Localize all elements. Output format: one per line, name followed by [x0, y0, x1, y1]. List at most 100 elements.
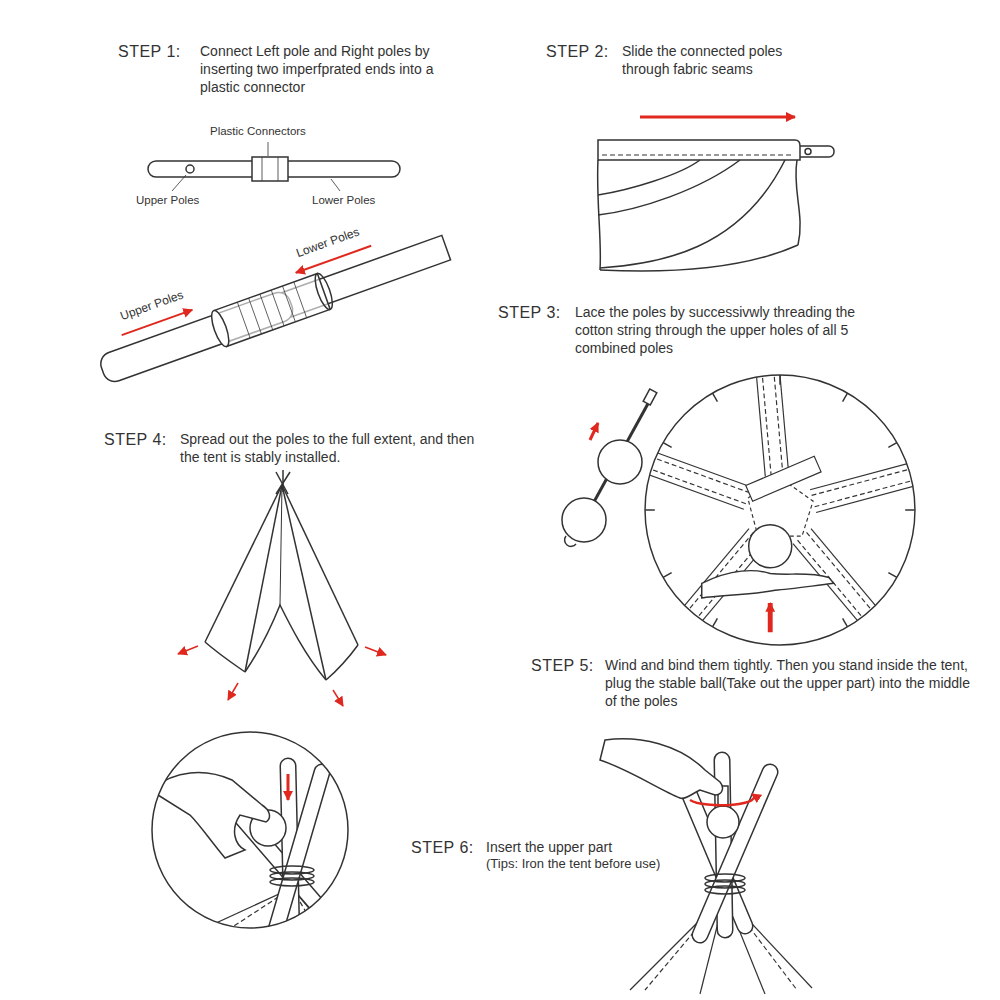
- top-view-detail: [643, 368, 920, 645]
- top-view-detail: [843, 393, 848, 401]
- tent: [178, 470, 386, 706]
- tent: [333, 690, 343, 706]
- top-view-detail: [680, 529, 749, 611]
- top-view-detail: [643, 473, 744, 510]
- top-view-detail: [645, 509, 655, 510]
- top-view-detail: [713, 618, 718, 626]
- fabric-seam: [600, 245, 798, 271]
- top-view-detail: [643, 368, 920, 632]
- fabric-seam: [796, 146, 834, 157]
- part-label: Lower Poles: [312, 193, 375, 208]
- tent: [178, 646, 386, 706]
- top-view-detail: [815, 479, 919, 507]
- top-view-detail: [888, 443, 897, 448]
- step-number: STEP 4:: [104, 430, 167, 451]
- tent: [228, 683, 238, 700]
- tent: [282, 485, 326, 680]
- fabric-seam: [796, 160, 800, 245]
- top-view-detail: [779, 368, 788, 475]
- pole-schematic: [186, 165, 194, 173]
- top-insertion: [700, 772, 770, 935]
- ball-detail: [150, 773, 269, 858]
- tent: [245, 485, 282, 672]
- top-view-detail: [810, 462, 914, 490]
- connector-closeup: [208, 309, 232, 349]
- top-view-detail: [713, 393, 718, 401]
- pole-schematic: [278, 157, 279, 181]
- connector-closeup: [249, 298, 262, 334]
- top-insertion: [700, 772, 770, 935]
- stable-ball: [562, 498, 606, 542]
- top-view-detail: [811, 529, 880, 611]
- top-view-detail: [905, 509, 915, 510]
- tent: [326, 645, 358, 680]
- ball-detail: [150, 732, 348, 950]
- top-view-detail: [663, 573, 672, 578]
- fabric-seam: [598, 117, 834, 271]
- instruction-text: Slide the connected poles through fabric…: [622, 42, 832, 78]
- top-view-detail: [807, 532, 876, 614]
- ball-detail: [270, 878, 314, 886]
- part-label: Plastic Connectors: [210, 124, 306, 139]
- part-label: Upper Poles: [136, 193, 199, 208]
- connector-closeup: [260, 294, 273, 330]
- stable-ball: [598, 440, 642, 484]
- top-view-detail: [702, 571, 834, 598]
- connector-closeup: [214, 274, 330, 347]
- instruction-text: Insert the upper part: [486, 838, 746, 856]
- top-insertion: [707, 806, 739, 838]
- top-view-detail: [651, 450, 752, 487]
- ball-detail: [150, 766, 340, 950]
- top-insertion: [600, 739, 722, 799]
- fabric-seam: [600, 160, 785, 268]
- tent: [365, 647, 386, 655]
- fabric-seam: [602, 155, 794, 156]
- top-view-detail: [746, 456, 821, 501]
- part-label: Lower Poles: [294, 225, 361, 262]
- top-view-detail: [749, 525, 792, 568]
- part-label: Upper Poles: [118, 288, 185, 325]
- fabric-seam: [598, 140, 800, 160]
- connector-closeup: [271, 290, 284, 326]
- step-number: STEP 1:: [118, 42, 181, 63]
- top-insertion: [705, 886, 745, 894]
- step-number: STEP 6:: [411, 838, 474, 859]
- tent: [178, 646, 198, 654]
- connector-closeup: [312, 272, 336, 312]
- tent: [280, 485, 282, 605]
- stable-ball: [590, 423, 598, 440]
- pole-schematic: [252, 157, 288, 181]
- stable-ball: [643, 389, 657, 405]
- fabric-seam: [598, 160, 740, 215]
- stable-ball: [562, 389, 657, 546]
- connector-closeup: [294, 282, 307, 318]
- leader-line: [268, 142, 269, 156]
- top-view-detail: [756, 370, 765, 477]
- instruction-text: Spread out the poles to the full extent,…: [180, 430, 480, 466]
- connector-closeup: [237, 302, 250, 338]
- fabric-seam: [598, 160, 700, 195]
- connector-closeup: [93, 222, 452, 388]
- connector-closeup: [283, 286, 296, 322]
- fabric-seam: [640, 116, 795, 119]
- step-number: STEP 2:: [546, 42, 609, 63]
- top-view-detail: [779, 375, 780, 385]
- tip-text: (Tips: Iron the tent before use): [486, 856, 746, 873]
- top-view-detail: [645, 375, 915, 645]
- top-view-detail: [774, 368, 783, 475]
- instruction-text: Connect Left pole and Right poles by ins…: [200, 42, 470, 97]
- top-view-detail: [816, 485, 920, 513]
- top-view-detail: [843, 618, 848, 626]
- ball-detail: [152, 732, 348, 928]
- tent: [205, 642, 245, 672]
- top-insertion: [705, 874, 745, 894]
- top-view-detail: [762, 369, 771, 476]
- tent: [245, 605, 326, 680]
- top-view-detail: [888, 573, 897, 578]
- instruction-text: Lace the poles by successivwly threading…: [575, 303, 885, 358]
- leader-line: [172, 142, 340, 191]
- pole-schematic: [148, 157, 400, 181]
- top-view-detail: [812, 468, 916, 496]
- top-view-detail: [663, 443, 672, 448]
